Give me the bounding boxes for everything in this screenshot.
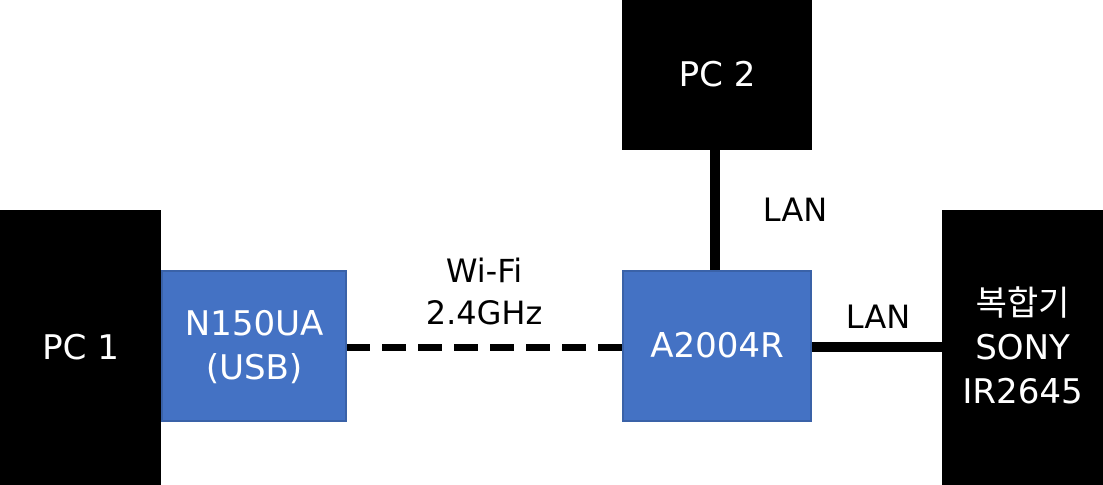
wifi-link-line — [346, 344, 622, 351]
router-node: A2004R — [622, 270, 812, 422]
lan-link-line-top — [710, 150, 720, 272]
lan-link-line-right — [810, 342, 942, 352]
lan-link-label-right: LAN — [845, 298, 911, 336]
wifi-link-label: Wi-Fi 2.4GHz — [425, 252, 543, 332]
lan-link-label-top: LAN — [762, 191, 828, 229]
printer-node: 복합기 SONY IR2645 — [942, 210, 1103, 485]
usb-adapter-node: N150UA (USB) — [161, 270, 347, 422]
pc2-node: PC 2 — [622, 0, 812, 150]
pc1-node: PC 1 — [0, 210, 161, 485]
